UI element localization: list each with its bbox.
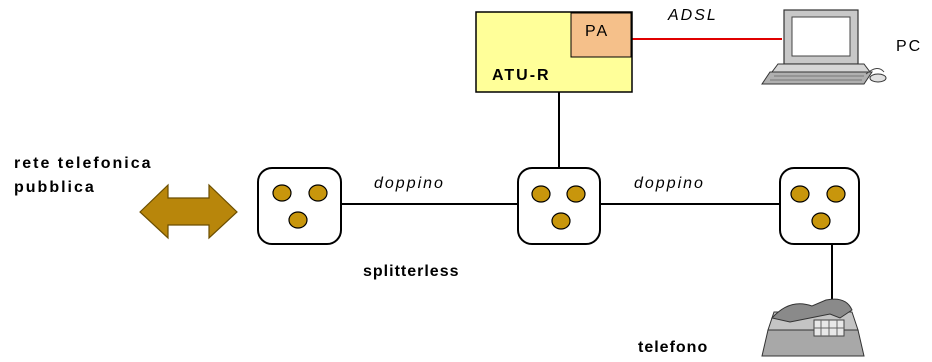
- pa-box: [570, 12, 632, 58]
- network-label-line2: pubblica: [14, 179, 96, 196]
- network-label-line1: rete telefonica: [14, 155, 153, 172]
- socket-right: [779, 167, 860, 245]
- desktop-computer-icon: [761, 9, 887, 85]
- splitterless-label: splitterless: [363, 263, 460, 280]
- socket-left: [257, 167, 342, 245]
- cable-left-label: doppino: [374, 175, 445, 192]
- pa-label: PA: [585, 23, 610, 40]
- socket-splitterless: [517, 167, 601, 245]
- cable-right-label: doppino: [634, 175, 705, 192]
- desk-telephone-icon: [761, 298, 865, 357]
- pc-label: PC: [896, 38, 923, 55]
- atu-r-label: ATU-R: [492, 67, 551, 84]
- adsl-label: ADSL: [668, 7, 718, 24]
- telefono-label: telefono: [638, 339, 709, 356]
- double-arrow-icon: [139, 183, 238, 240]
